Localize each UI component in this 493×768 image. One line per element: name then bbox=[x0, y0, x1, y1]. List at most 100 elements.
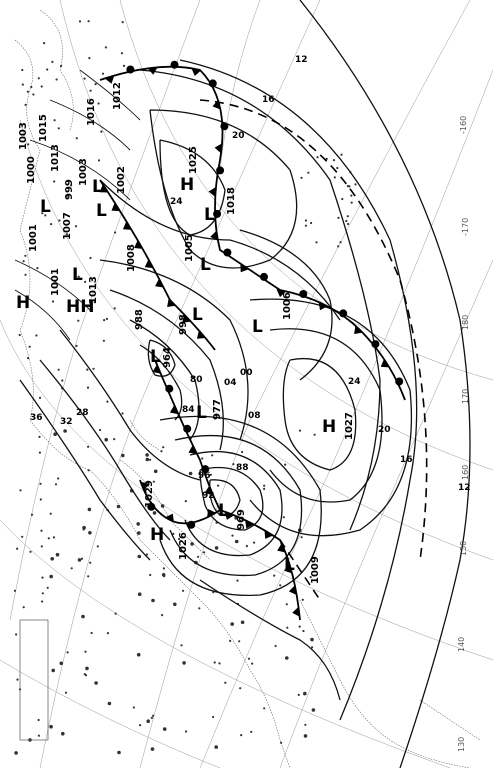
station-marker bbox=[77, 319, 80, 322]
station-marker bbox=[121, 412, 124, 415]
cold-front-triangle bbox=[380, 358, 390, 368]
station-marker bbox=[114, 231, 117, 234]
pressure-value: 1016 bbox=[86, 98, 97, 126]
station-marker bbox=[302, 629, 305, 633]
station-marker bbox=[21, 535, 24, 538]
station-marker bbox=[75, 344, 78, 348]
station-marker bbox=[231, 534, 234, 537]
isobar-label: 12 bbox=[458, 483, 471, 493]
station-marker bbox=[145, 553, 148, 556]
station-marker bbox=[333, 176, 336, 179]
warm-front-semicircle bbox=[147, 502, 156, 511]
warm-front-semicircle bbox=[220, 122, 229, 131]
station-marker bbox=[282, 516, 285, 519]
station-marker bbox=[53, 432, 57, 437]
station-marker bbox=[337, 245, 340, 248]
low-center: L bbox=[72, 265, 83, 285]
longitude-label: 130 bbox=[457, 737, 466, 752]
longitude-label: 140 bbox=[457, 637, 466, 652]
longitude-label: 170 bbox=[461, 389, 470, 404]
station-marker bbox=[173, 602, 177, 607]
station-marker bbox=[213, 661, 216, 664]
pressure-value: 1000 bbox=[26, 156, 37, 184]
station-marker bbox=[341, 197, 344, 201]
pressure-value: 1007 bbox=[62, 212, 73, 240]
station-marker bbox=[304, 723, 307, 726]
cold-front-triangle bbox=[147, 67, 158, 75]
cold-front-triangle bbox=[182, 314, 191, 323]
cold-front-triangle bbox=[155, 278, 164, 288]
station-marker bbox=[178, 537, 181, 541]
cold-front-triangle bbox=[111, 202, 121, 212]
cold-front-triangle bbox=[212, 99, 221, 110]
station-marker bbox=[250, 730, 253, 734]
isobar-label: 20 bbox=[232, 131, 245, 141]
station-marker bbox=[240, 734, 243, 737]
station-marker bbox=[340, 153, 343, 156]
station-marker bbox=[218, 662, 221, 665]
station-marker bbox=[297, 693, 300, 697]
station-marker bbox=[57, 477, 60, 480]
station-marker bbox=[150, 716, 153, 720]
station-marker bbox=[38, 451, 42, 454]
station-marker bbox=[41, 212, 44, 215]
station-marker bbox=[35, 334, 38, 337]
station-marker bbox=[86, 368, 89, 371]
station-marker bbox=[214, 546, 219, 550]
station-marker bbox=[217, 484, 220, 487]
station-marker bbox=[55, 552, 60, 557]
station-marker bbox=[137, 531, 141, 535]
station-marker bbox=[51, 668, 55, 673]
station-marker bbox=[38, 435, 41, 438]
station-marker bbox=[310, 221, 313, 225]
cold-front-triangle bbox=[140, 481, 149, 491]
station-marker bbox=[80, 557, 84, 560]
cold-front-triangle bbox=[99, 184, 109, 193]
station-marker bbox=[88, 57, 91, 60]
station-marker bbox=[40, 529, 43, 532]
station-marker bbox=[97, 159, 101, 162]
station-marker bbox=[96, 545, 99, 548]
longitude-label: 150 bbox=[459, 541, 468, 556]
station-marker bbox=[122, 64, 126, 67]
warm-front-semicircle bbox=[208, 79, 217, 88]
pressure-value: 969 bbox=[236, 509, 247, 530]
station-marker bbox=[137, 592, 142, 596]
station-marker bbox=[18, 333, 21, 337]
station-marker bbox=[162, 567, 165, 570]
station-marker bbox=[209, 473, 212, 476]
station-marker bbox=[162, 727, 167, 731]
station-marker bbox=[14, 751, 18, 755]
high-center: HH bbox=[66, 297, 94, 317]
cold-front-triangle bbox=[122, 221, 132, 230]
station-marker bbox=[83, 673, 86, 676]
station-marker bbox=[103, 319, 106, 322]
low-center: L bbox=[218, 501, 229, 521]
longitude-label: -170 bbox=[461, 218, 470, 236]
station-marker bbox=[101, 72, 105, 75]
station-marker bbox=[253, 541, 256, 544]
pressure-value: 1027 bbox=[344, 412, 355, 440]
pressure-value: 1001 bbox=[28, 224, 39, 252]
station-marker bbox=[24, 103, 27, 106]
station-marker bbox=[49, 724, 53, 729]
station-marker bbox=[87, 507, 92, 512]
isobar-label: 00 bbox=[240, 368, 253, 378]
station-marker bbox=[139, 724, 142, 727]
pressure-value: 1003 bbox=[18, 122, 29, 150]
station-marker bbox=[197, 555, 200, 558]
station-marker bbox=[89, 89, 92, 92]
cold-front-triangle bbox=[318, 301, 328, 311]
cold-front-triangle bbox=[292, 606, 300, 617]
station-marker bbox=[303, 734, 308, 738]
fronts bbox=[99, 65, 406, 621]
station-marker bbox=[346, 215, 349, 218]
station-marker bbox=[263, 487, 266, 490]
station-marker bbox=[54, 483, 58, 486]
station-marker bbox=[50, 223, 53, 226]
station-marker bbox=[49, 512, 52, 515]
station-marker bbox=[89, 256, 92, 260]
station-marker bbox=[84, 650, 87, 653]
station-marker bbox=[182, 661, 186, 665]
